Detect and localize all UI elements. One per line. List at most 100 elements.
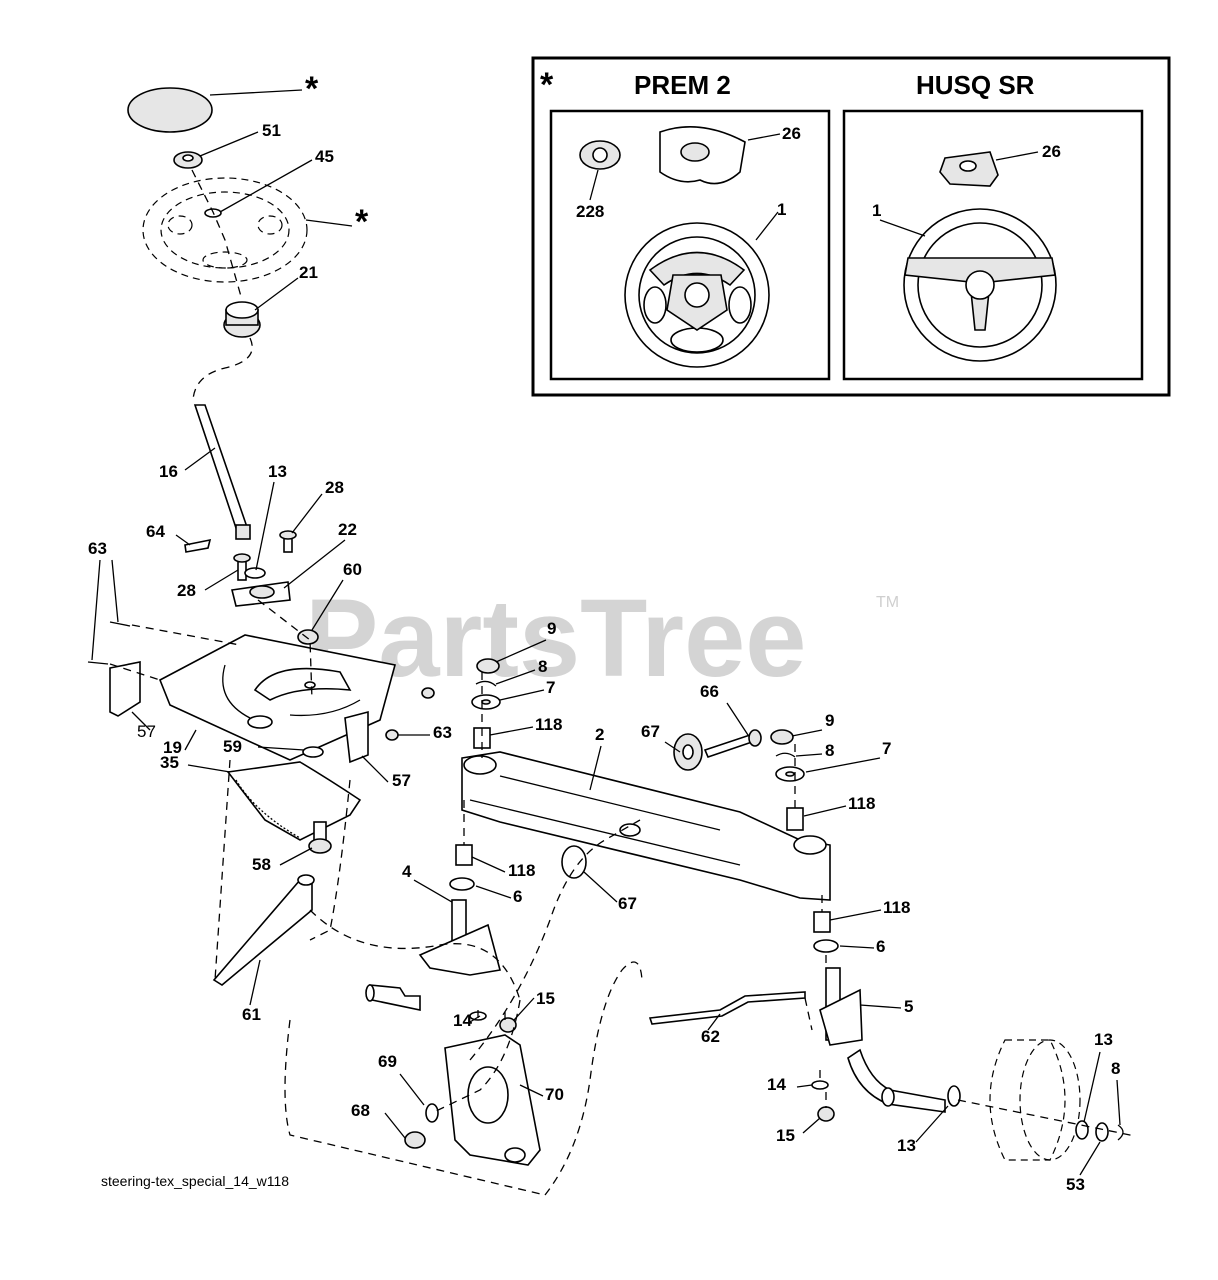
label-63-right: 63 [433,723,452,742]
spacer-67-upper [673,733,703,771]
label-husqsr-1: 1 [872,201,881,220]
label-9-left: 9 [547,619,556,638]
label-19: 19 [163,738,182,757]
label-67-lower: 67 [618,894,637,913]
label-8-right: 8 [825,741,834,760]
label-66: 66 [700,682,719,701]
steering-wheel-cap [127,87,213,133]
label-2: 2 [595,725,604,744]
label-13-spindle: 13 [897,1136,916,1155]
bracket-57-right [344,710,369,764]
sector-gear-35 [226,761,362,841]
label-13-hub: 13 [1094,1030,1113,1049]
pan-70 [444,1034,541,1166]
label-118-c: 118 [508,861,535,880]
inset-title-husqsr: HUSQ SR [916,70,1035,100]
washer-13-spindle [947,1085,961,1107]
label-59: 59 [223,737,242,756]
label-67-upper: 67 [641,722,660,741]
grease-cap-9-right [770,729,794,745]
washer-6-left [449,877,475,891]
label-61: 61 [242,1005,261,1024]
label-63-left: 63 [88,539,107,558]
husqsr-hub-cover [939,151,999,187]
watermark-trademark: TM [876,594,899,611]
label-5: 5 [904,997,913,1016]
clip-8-right [775,752,796,758]
inset-title-prem2: PREM 2 [634,70,731,100]
label-prem2-228: 228 [576,202,604,221]
bolt-68 [404,1131,426,1149]
bushing-118-lower-left [455,844,473,866]
label-62: 62 [701,1027,720,1046]
label-8-hub: 8 [1111,1059,1120,1078]
label-6-right: 6 [876,937,885,956]
prem2-hub-cover [659,126,746,185]
label-57-left: 57 [137,722,156,741]
label-69: 69 [378,1052,397,1071]
clip-8-left [475,680,497,687]
bolt-28-upper [279,530,297,553]
spindle-4 [365,899,501,1011]
inset-box: * PREM 2 HUSQ SR 26 228 1 [531,56,1171,397]
bolt-63-upper [109,621,131,627]
bushing-118-upper-right [786,807,804,831]
label-14-left: 14 [453,1011,472,1030]
label-wheel-cap: * [305,70,319,108]
washer-7-left [471,694,501,710]
label-53: 53 [1066,1175,1085,1194]
label-70: 70 [545,1085,564,1104]
steering-wheel-nut [173,151,203,169]
bolt-58 [308,821,332,854]
bushing-118-lower-right [813,911,831,933]
label-7-right: 7 [882,739,891,758]
washer-53 [1095,1122,1109,1142]
label-prem2-26: 26 [782,124,801,143]
label-64: 64 [146,522,165,541]
label-57-right: 57 [392,771,411,790]
bearing-plate-22 [231,581,291,607]
steering-plate-19 [158,634,396,761]
washer-13-hub [1075,1120,1089,1140]
label-16: 16 [159,462,178,481]
label-6-left: 6 [513,887,522,906]
steering-wheel-outline [142,177,308,283]
bracket-57-left [109,661,141,717]
label-13: 13 [268,462,287,481]
bolt-63-right-a [421,687,435,699]
spacer-67-lower [561,845,587,879]
label-prem2-1: 1 [777,200,786,219]
nut-15-right [817,1106,835,1122]
pivot-bolt-66 [703,729,762,758]
label-68: 68 [351,1101,370,1120]
prem2-logo-emblem [579,140,621,170]
label-14-right: 14 [767,1075,786,1094]
label-4: 4 [402,862,412,881]
label-wheel: * [355,203,369,241]
label-118-b: 118 [848,794,875,813]
drag-link-61 [212,874,315,986]
label-15-left: 15 [536,989,555,1008]
grease-cap-9-left [476,658,500,674]
label-60: 60 [343,560,362,579]
front-wheel-outline [989,1039,1081,1161]
clip-8-hub [1117,1124,1124,1141]
bolt-63-lower [87,661,109,665]
label-husqsr-26: 26 [1042,142,1061,161]
bushing-13 [244,567,266,579]
label-28-lower: 28 [177,581,196,600]
label-118-d: 118 [883,898,910,917]
label-7-left: 7 [546,678,555,697]
steering-shaft [193,404,251,540]
label-58: 58 [252,855,271,874]
washer-14-right [811,1080,829,1090]
label-8-left: 8 [538,657,547,676]
steering-adapter-21 [223,301,261,338]
front-axle-2 [461,751,831,901]
label-35: 35 [160,753,179,772]
pin-64 [184,538,212,553]
label-118-a: 118 [535,715,562,734]
spindle-5 [819,967,946,1113]
tie-rod-62 [648,991,806,1025]
